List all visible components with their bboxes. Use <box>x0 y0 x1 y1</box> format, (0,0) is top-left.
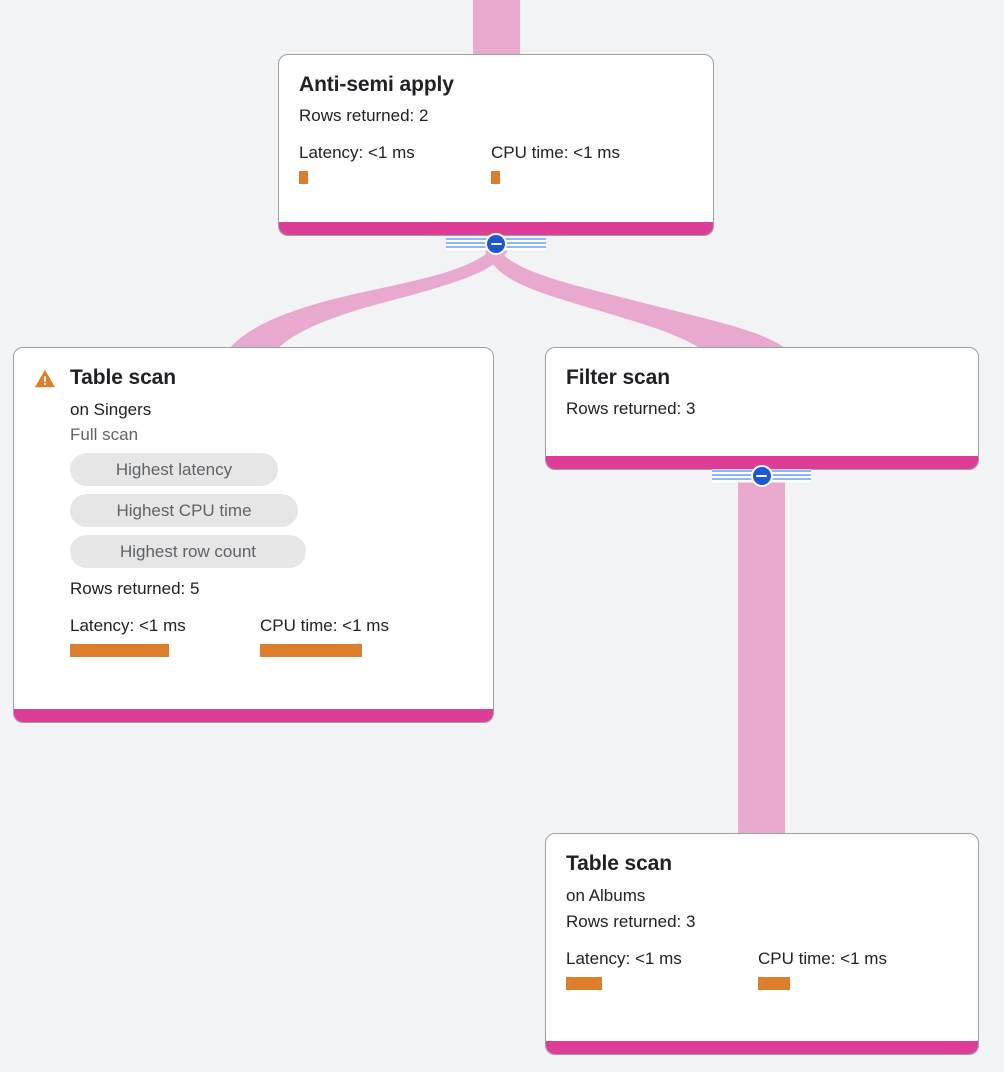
node-footer-bar <box>546 456 978 469</box>
cpu-time-bar <box>758 977 790 990</box>
node-title: Table scan <box>566 852 672 875</box>
node-body: Filter scan Rows returned: 3 <box>546 348 978 436</box>
warning-triangle-icon <box>34 369 56 388</box>
node-anti-semi-apply[interactable]: Anti-semi apply Rows returned: 2 Latency… <box>278 54 714 236</box>
node-footer-bar <box>546 1041 978 1054</box>
node-header: Anti-semi apply <box>299 73 693 97</box>
rows-returned: Rows returned: 5 <box>70 579 200 598</box>
latency-bar <box>566 977 602 990</box>
metric-cpu-time: CPU time: <1 ms <box>491 143 620 184</box>
edge-antisemi-to-table-scan-singers <box>230 245 510 348</box>
latency-label: Latency: <1 ms <box>70 616 186 635</box>
chip-highest-row-count[interactable]: Highest row count <box>70 535 306 568</box>
insight-chip-list: Highest latency Highest CPU time Highest… <box>70 453 473 568</box>
cpu-time-label: CPU time: <1 ms <box>491 143 620 162</box>
minus-circle-icon[interactable] <box>485 233 507 255</box>
cpu-time-label: CPU time: <1 ms <box>758 949 887 968</box>
latency-bar <box>70 644 169 657</box>
node-header: Filter scan <box>566 366 958 390</box>
latency-bar <box>299 171 308 184</box>
metrics-row: Latency: <1 ms CPU time: <1 ms <box>299 143 693 184</box>
metric-latency: Latency: <1 ms <box>299 143 491 184</box>
scan-target: on Singers <box>70 400 152 419</box>
node-body: Anti-semi apply Rows returned: 2 Latency… <box>279 55 713 198</box>
rows-returned: Rows returned: 2 <box>299 106 429 125</box>
metric-latency: Latency: <1 ms <box>566 949 758 990</box>
cpu-time-bar <box>260 644 362 657</box>
node-body: Table scan on Albums Rows returned: 3 La… <box>546 834 978 1004</box>
edge-incoming-top <box>473 0 520 56</box>
scan-target: on Albums <box>566 886 646 905</box>
metric-cpu-time: CPU time: <1 ms <box>260 616 389 657</box>
edge-filterscan-to-table-scan-albums <box>738 470 785 835</box>
node-table-scan-albums[interactable]: Table scan on Albums Rows returned: 3 La… <box>545 833 979 1055</box>
node-table-scan-singers[interactable]: Table scan on Singers Full scan Highest … <box>13 347 494 723</box>
node-footer-bar <box>14 709 493 722</box>
rows-returned: Rows returned: 3 <box>566 399 696 418</box>
node-header: Table scan <box>34 366 473 390</box>
node-title: Filter scan <box>566 366 670 389</box>
node-title: Anti-semi apply <box>299 73 454 96</box>
metrics-row: Latency: <1 ms CPU time: <1 ms <box>70 616 473 657</box>
minus-circle-icon[interactable] <box>750 465 773 487</box>
latency-label: Latency: <1 ms <box>299 143 415 162</box>
metric-cpu-time: CPU time: <1 ms <box>758 949 887 990</box>
chip-highest-cpu-time[interactable]: Highest CPU time <box>70 494 298 527</box>
latency-label: Latency: <1 ms <box>566 949 682 968</box>
scan-type: Full scan <box>70 425 139 444</box>
metrics-row: Latency: <1 ms CPU time: <1 ms <box>566 949 958 990</box>
chip-highest-latency[interactable]: Highest latency <box>70 453 278 486</box>
cpu-time-bar <box>491 171 500 184</box>
node-filter-scan[interactable]: Filter scan Rows returned: 3 <box>545 347 979 470</box>
node-footer-bar <box>279 222 713 235</box>
node-title: Table scan <box>70 366 176 389</box>
node-body: Table scan on Singers Full scan Highest … <box>14 348 493 671</box>
node-header: Table scan <box>566 852 958 876</box>
cpu-time-label: CPU time: <1 ms <box>260 616 389 635</box>
edge-antisemi-to-filter-scan <box>483 245 785 348</box>
collapse-toggle-anti-semi-apply[interactable] <box>446 231 546 257</box>
rows-returned: Rows returned: 3 <box>566 912 696 931</box>
metric-latency: Latency: <1 ms <box>70 616 260 657</box>
node-details: on Singers Full scan Highest latency Hig… <box>70 397 473 657</box>
collapse-toggle-filter-scan[interactable] <box>712 463 811 489</box>
